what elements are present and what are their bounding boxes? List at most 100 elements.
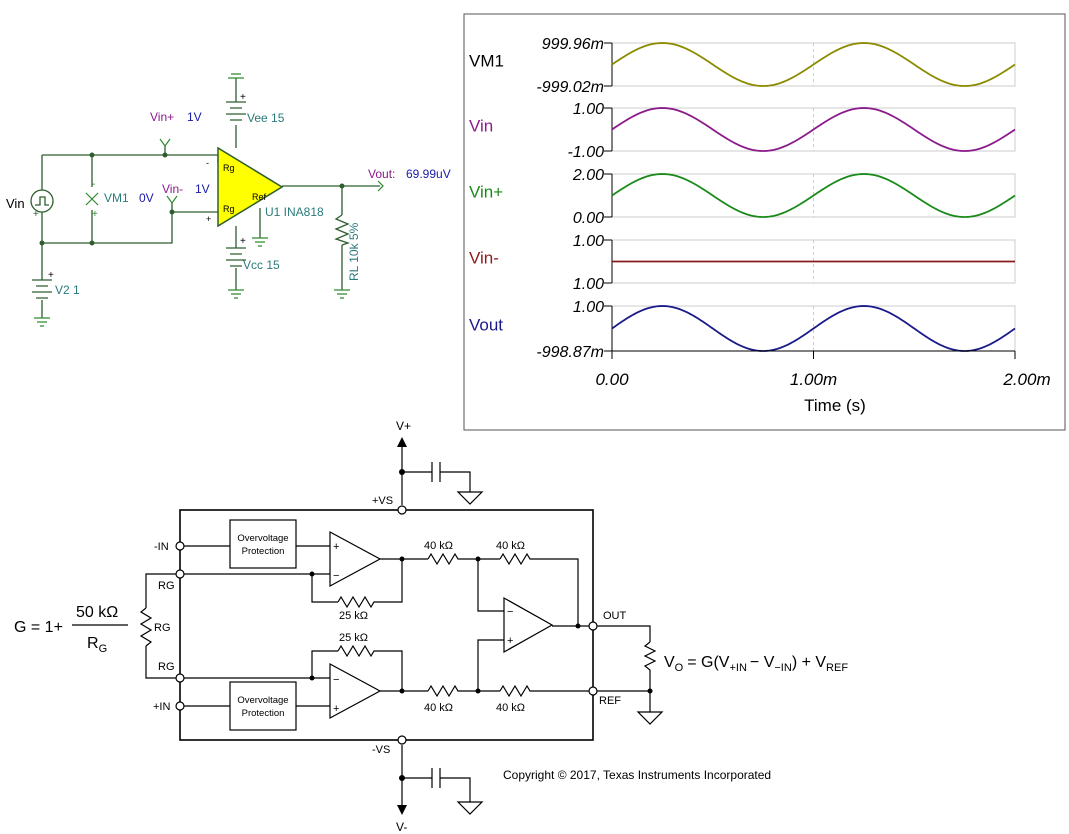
ovp-bottom-line1: Overvoltage xyxy=(237,695,288,706)
vin-plus-probe-label: Vin+ xyxy=(150,110,174,124)
svg-text:VO= G(V+IN− V−IN) + VREF: VO= G(V+IN− V−IN) + VREF xyxy=(664,654,848,674)
series-line-vin xyxy=(611,107,1016,152)
rg-top-label: RG xyxy=(158,580,175,592)
series-line-vm1 xyxy=(611,42,1016,87)
ovp-top-block xyxy=(229,519,297,569)
svg-text:−: − xyxy=(333,674,339,686)
gain-equation-lhs: G = 1+ xyxy=(14,619,63,636)
gain-equation-denominator-sub: G xyxy=(99,643,108,655)
svg-text:+: + xyxy=(240,92,246,103)
y-label-top-vin-plus: 2.00 xyxy=(572,167,604,184)
vin-source-label: Vin xyxy=(6,196,25,211)
pin-rg-bottom: Rg xyxy=(223,204,235,214)
y-label-top-vout: 1.00 xyxy=(573,299,604,316)
r40k-2-label: 40 kΩ xyxy=(496,540,525,552)
load-resistor-symbol xyxy=(334,214,351,246)
y-label-top-vin: 1.00 xyxy=(573,101,604,118)
circuit-schematic: + Vin - + VM1 0V Vin+ 1V Vin- 1V + Vee 1… xyxy=(6,73,451,327)
vout-probe-value: 69.99uV xyxy=(406,167,451,181)
vin-minus-probe-value: 1V xyxy=(195,182,210,196)
opamp-output xyxy=(503,596,554,654)
gain-equation: G = 1+ 50 kΩ RG xyxy=(14,604,128,655)
y-label-top-vin-minus: 1.00 xyxy=(573,233,604,250)
vout-probe-label: Vout: xyxy=(368,167,395,181)
r40k-3-label: 40 kΩ xyxy=(424,702,453,714)
vo-equation-sub-minus: −IN xyxy=(774,662,791,674)
chart-x-axis-label: Time (s) xyxy=(804,396,866,415)
series-name-vm1: VM1 xyxy=(469,52,504,71)
vs-plus-label: +VS xyxy=(372,495,393,507)
svg-text:+: + xyxy=(92,209,98,220)
opamp-top xyxy=(329,530,382,588)
svg-text:+: + xyxy=(507,635,513,647)
vin-minus-probe-label: Vin- xyxy=(162,182,183,196)
vo-equation-minus: − V xyxy=(750,654,775,671)
series-line-vout xyxy=(611,305,1016,352)
x-tick-label-1: 1.00m xyxy=(790,370,837,389)
vin-source-symbol xyxy=(30,189,54,213)
ovp-top-line1: Overvoltage xyxy=(237,533,288,544)
r40k-4-label: 40 kΩ xyxy=(496,702,525,714)
ina818-amplifier-symbol xyxy=(217,146,284,228)
y-label-bottom-vm1: -999.02m xyxy=(536,79,604,96)
series-line-vin-plus xyxy=(611,173,1016,218)
svg-text:RG: RG xyxy=(87,635,107,655)
rg-bottom-label: RG xyxy=(158,661,175,673)
in-plus-label: +IN xyxy=(153,701,170,713)
vo-equation-rhs: = G(V xyxy=(687,654,730,671)
svg-text:−: − xyxy=(507,606,513,618)
vin-plus-probe-value: 1V xyxy=(187,110,202,124)
v-plus-label: V+ xyxy=(396,419,411,433)
svg-text:+: + xyxy=(48,270,54,281)
vee-source-label: Vee 15 xyxy=(247,111,285,125)
y-label-top-vm1: 999.96m xyxy=(542,36,604,53)
vm1-meter-value: 0V xyxy=(139,191,154,205)
svg-text:+: + xyxy=(206,214,211,224)
vo-equation-sub-ref: REF xyxy=(826,662,848,674)
r40k-1-label: 40 kΩ xyxy=(424,540,453,552)
svg-text:+: + xyxy=(240,236,246,247)
y-label-bottom-vin: -1.00 xyxy=(568,144,605,161)
gain-equation-numerator: 50 kΩ xyxy=(76,604,118,621)
vcc-source-label: Vcc 15 xyxy=(243,258,280,272)
amp-label: U1 INA818 xyxy=(265,205,324,219)
svg-text:+: + xyxy=(333,541,339,553)
ovp-bottom-line2: Protection xyxy=(242,708,285,719)
v2-source-label: V2 1 xyxy=(55,283,80,297)
ovp-bottom-block xyxy=(229,681,297,731)
svg-text:−: − xyxy=(333,570,339,582)
y-label-bottom-vin-minus: 1.00 xyxy=(573,276,604,293)
out-label: OUT xyxy=(603,610,627,622)
gain-equation-denominator: R xyxy=(87,635,99,652)
in-minus-label: -IN xyxy=(154,541,169,553)
pin-ref: Ref xyxy=(252,192,267,202)
x-tick-label-2: 2.00m xyxy=(1002,370,1050,389)
pin-rg-top: Rg xyxy=(223,163,235,173)
v-minus-label: V- xyxy=(396,820,407,834)
y-label-bottom-vout: -998.87m xyxy=(536,344,604,361)
chart-panel: 999.96m-999.02mVM11.00-1.00Vin2.000.00Vi… xyxy=(463,13,1066,431)
svg-text:+: + xyxy=(33,209,39,220)
series-name-vin: Vin xyxy=(469,117,493,136)
vm1-meter-label: VM1 xyxy=(104,191,129,205)
block-diagram: V+ +VS -VS V- -IN Overvoltage Protection… xyxy=(14,419,848,834)
svg-text:-: - xyxy=(206,158,209,168)
vo-equation-plus-ref: ) + V xyxy=(792,654,827,671)
r25k-bottom-label: 25 kΩ xyxy=(339,632,368,644)
opamp-bottom xyxy=(329,662,382,720)
load-resistor-label: RL 10k 5% xyxy=(347,222,361,281)
vo-equation-sub-o: O xyxy=(675,662,684,674)
y-label-bottom-vin-plus: 0.00 xyxy=(573,210,604,227)
svg-text:+: + xyxy=(333,703,339,715)
ref-label: REF xyxy=(599,695,621,707)
rg-external-resistor xyxy=(139,607,153,647)
vm1-meter-symbol xyxy=(85,192,99,206)
series-name-vin-minus: Vin- xyxy=(469,249,499,268)
x-tick-label-0: 0.00 xyxy=(595,370,629,389)
svg-text:-: - xyxy=(92,179,95,190)
vs-minus-label: -VS xyxy=(372,744,390,756)
series-name-vout: Vout xyxy=(469,316,503,335)
rg-resistor-label: RG xyxy=(154,622,171,634)
